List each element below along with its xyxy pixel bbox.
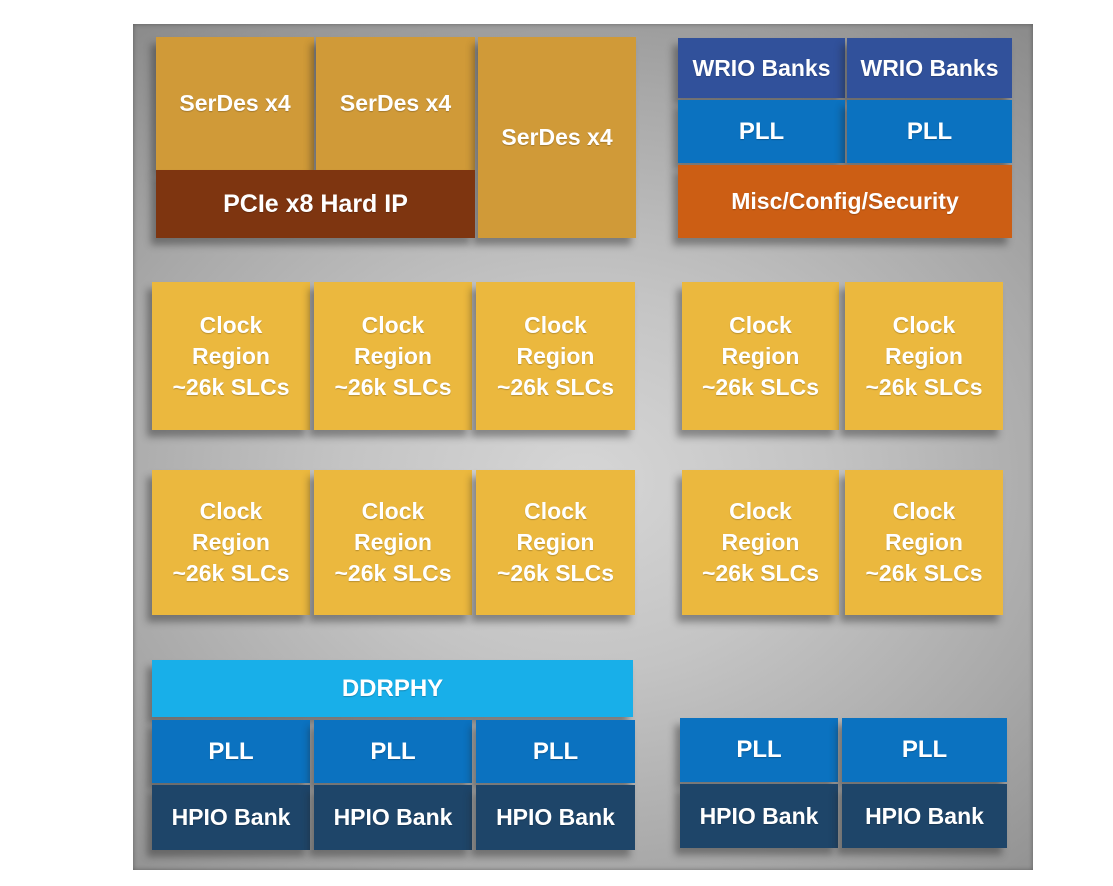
pll-label: PLL — [906, 117, 953, 145]
misc-config-security-block: Misc/Config/Security — [678, 165, 1012, 238]
serdes-label: SerDes x4 — [339, 90, 452, 116]
clock-region-block-r1c4: Clock Region ~26k SLCs — [682, 282, 839, 430]
pll-label: PLL — [370, 737, 416, 765]
hpio-bank-label: HPIO Bank — [171, 804, 291, 830]
wrio-banks-label: WRIO Banks — [860, 54, 999, 81]
clock-region-block-r2c3: Clock Region ~26k SLCs — [476, 470, 635, 615]
clock-region-block-r2c5: Clock Region ~26k SLCs — [845, 470, 1003, 615]
pll-block-bottom-right-1: PLL — [680, 718, 838, 782]
pll-label: PLL — [208, 737, 254, 765]
serdes-block-2: SerDes x4 — [316, 37, 475, 170]
pll-block-top-right-2: PLL — [847, 100, 1012, 163]
pll-block-bottom-left-3: PLL — [476, 720, 635, 783]
clock-region-block-r2c4: Clock Region ~26k SLCs — [682, 470, 839, 615]
clock-region-block-r1c5: Clock Region ~26k SLCs — [845, 282, 1003, 430]
clock-region-block-r1c3: Clock Region ~26k SLCs — [476, 282, 635, 430]
clock-region-label: Clock Region ~26k SLCs — [497, 311, 614, 400]
pll-label: PLL — [736, 736, 782, 763]
serdes-label: SerDes x4 — [501, 124, 613, 150]
hpio-bank-block-bottom-left-3: HPIO Bank — [476, 785, 635, 850]
pll-block-bottom-left-1: PLL — [152, 720, 310, 783]
hpio-bank-block-bottom-left-1: HPIO Bank — [152, 785, 310, 850]
clock-region-label: Clock Region ~26k SLCs — [702, 498, 819, 586]
wrio-banks-block-2: WRIO Banks — [847, 38, 1012, 98]
serdes-block-1: SerDes x4 — [156, 37, 314, 170]
clock-region-label: Clock Region ~26k SLCs — [334, 311, 452, 400]
pll-label: PLL — [901, 736, 948, 763]
hpio-bank-label: HPIO Bank — [865, 802, 984, 829]
hpio-bank-label: HPIO Bank — [699, 802, 819, 829]
pll-block-bottom-right-2: PLL — [842, 718, 1007, 782]
wrio-banks-label: WRIO Banks — [692, 54, 831, 81]
pll-label: PLL — [532, 737, 579, 765]
clock-region-label: Clock Region ~26k SLCs — [172, 311, 290, 400]
clock-region-block-r2c2: Clock Region ~26k SLCs — [314, 470, 472, 615]
die-floorplan: SerDes x4 SerDes x4 SerDes x4 PCIe x8 Ha… — [133, 24, 1033, 870]
hpio-bank-block-bottom-right-2: HPIO Bank — [842, 784, 1007, 848]
clock-region-block-r1c2: Clock Region ~26k SLCs — [314, 282, 472, 430]
misc-config-security-label: Misc/Config/Security — [731, 188, 959, 214]
hpio-bank-block-bottom-left-2: HPIO Bank — [314, 785, 472, 850]
pll-block-bottom-left-2: PLL — [314, 720, 472, 783]
pcie-hard-ip-block: PCIe x8 Hard IP — [156, 170, 475, 238]
hpio-bank-label: HPIO Bank — [333, 804, 453, 830]
wrio-banks-block-1: WRIO Banks — [678, 38, 845, 98]
clock-region-label: Clock Region ~26k SLCs — [702, 311, 819, 400]
serdes-label: SerDes x4 — [179, 90, 291, 116]
clock-region-block-r1c1: Clock Region ~26k SLCs — [152, 282, 310, 430]
hpio-bank-label: HPIO Bank — [496, 804, 615, 830]
clock-region-label: Clock Region ~26k SLCs — [497, 498, 614, 586]
pcie-label: PCIe x8 Hard IP — [223, 189, 408, 218]
serdes-block-3: SerDes x4 — [478, 37, 636, 238]
ddrphy-block: DDRPHY — [152, 660, 633, 717]
clock-region-label: Clock Region ~26k SLCs — [865, 498, 983, 586]
clock-region-label: Clock Region ~26k SLCs — [334, 498, 452, 586]
clock-region-label: Clock Region ~26k SLCs — [172, 498, 290, 586]
ddrphy-label: DDRPHY — [341, 674, 444, 702]
hpio-bank-block-bottom-right-1: HPIO Bank — [680, 784, 838, 848]
clock-region-block-r2c1: Clock Region ~26k SLCs — [152, 470, 310, 615]
pll-block-top-right-1: PLL — [678, 100, 845, 163]
clock-region-label: Clock Region ~26k SLCs — [865, 311, 983, 400]
pll-label: PLL — [738, 117, 785, 145]
